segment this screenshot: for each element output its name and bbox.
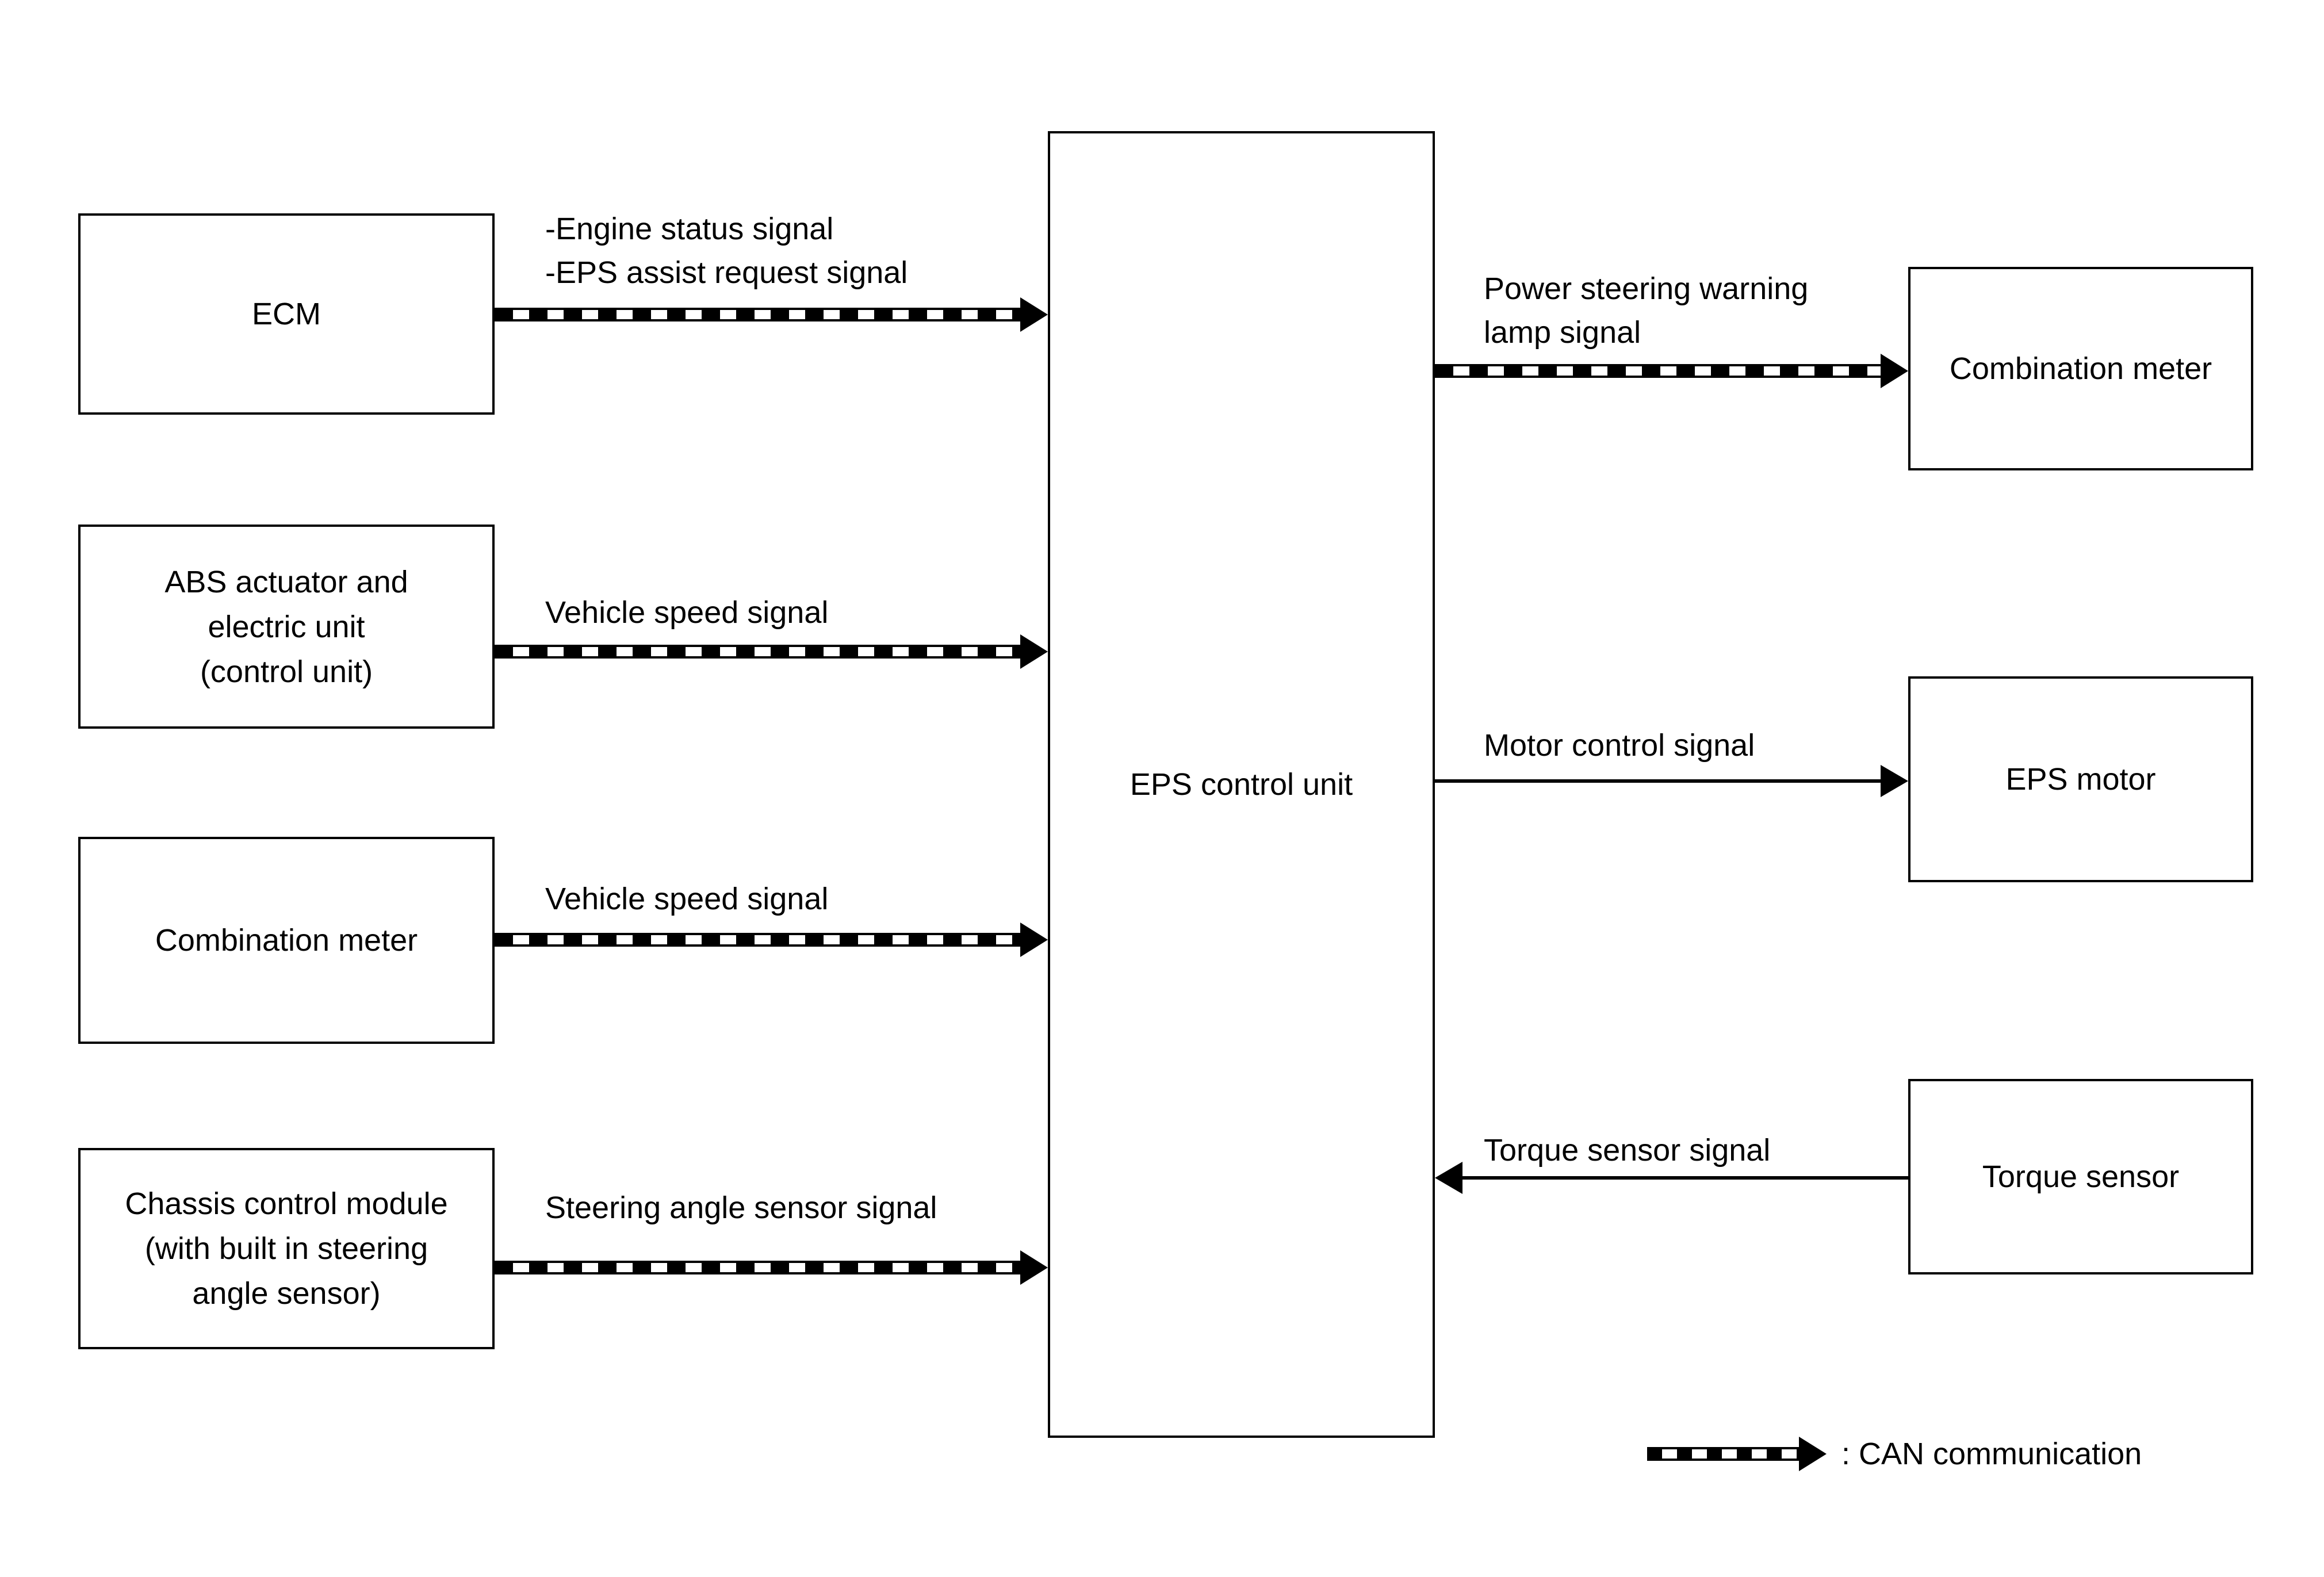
wire-arrow-eps-to-motor — [1435, 765, 1908, 797]
can-arrow-meter-to-eps — [495, 923, 1048, 957]
label-abs-vehicle-speed-signal: Vehicle speed signal — [545, 595, 829, 630]
arrowhead-right-icon — [1020, 1250, 1048, 1285]
can-arrow-eps-to-meter — [1435, 354, 1908, 388]
arrowhead-right-icon — [1799, 1437, 1827, 1471]
wire-line — [1435, 779, 1884, 783]
node-chassis-control-module-label: Chassis control module (with built in st… — [125, 1186, 448, 1311]
node-eps-control-unit-label: EPS control unit — [1130, 767, 1353, 802]
wire-line — [1459, 1176, 1908, 1180]
node-abs-actuator: ABS actuator and electric unit (control … — [78, 525, 495, 729]
node-ecm: ECM — [78, 213, 495, 415]
label-torque-sensor-signal: Torque sensor signal — [1484, 1133, 1771, 1168]
arrowhead-left-icon — [1435, 1162, 1462, 1194]
can-arrow-ecm-to-eps — [495, 297, 1048, 332]
can-shaft — [495, 933, 1021, 947]
arrowhead-right-icon — [1020, 297, 1048, 332]
can-arrow-chassis-to-eps — [495, 1250, 1048, 1285]
can-shaft — [495, 645, 1021, 659]
can-shaft — [495, 308, 1021, 321]
label-meter-vehicle-speed-signal: Vehicle speed signal — [545, 882, 829, 916]
node-combination-meter-left: Combination meter — [78, 837, 495, 1044]
node-eps-motor: EPS motor — [1908, 676, 2253, 882]
arrowhead-right-icon — [1020, 923, 1048, 957]
can-legend-arrow-icon — [1647, 1437, 1827, 1471]
node-combination-meter-left-label: Combination meter — [155, 923, 418, 958]
label-steering-angle-sensor-signal: Steering angle sensor signal — [545, 1191, 937, 1225]
can-shaft — [1435, 364, 1882, 378]
node-torque-sensor-label: Torque sensor — [1982, 1159, 2180, 1194]
node-combination-meter-right-label: Combination meter — [1949, 351, 2212, 386]
node-ecm-label: ECM — [252, 297, 321, 331]
wire-arrow-torque-to-eps — [1435, 1162, 1908, 1194]
arrowhead-right-icon — [1881, 765, 1908, 797]
node-eps-motor-label: EPS motor — [2005, 762, 2156, 797]
can-shaft — [1647, 1447, 1800, 1461]
legend-can-communication-label: : CAN communication — [1841, 1437, 2142, 1471]
can-shaft — [495, 1261, 1021, 1274]
can-arrow-abs-to-eps — [495, 634, 1048, 669]
arrowhead-right-icon — [1881, 354, 1908, 388]
label-motor-control-signal: Motor control signal — [1484, 728, 1755, 763]
node-chassis-control-module: Chassis control module (with built in st… — [78, 1148, 495, 1349]
node-torque-sensor: Torque sensor — [1908, 1079, 2253, 1274]
arrowhead-right-icon — [1020, 634, 1048, 669]
label-ecm-signals: -Engine status signal -EPS assist reques… — [545, 212, 908, 290]
node-abs-actuator-label: ABS actuator and electric unit (control … — [164, 564, 408, 689]
node-eps-control-unit: EPS control unit — [1048, 131, 1435, 1438]
node-combination-meter-right: Combination meter — [1908, 267, 2253, 470]
label-power-steering-warning-lamp-signal: Power steering warning lamp signal — [1484, 271, 1809, 350]
